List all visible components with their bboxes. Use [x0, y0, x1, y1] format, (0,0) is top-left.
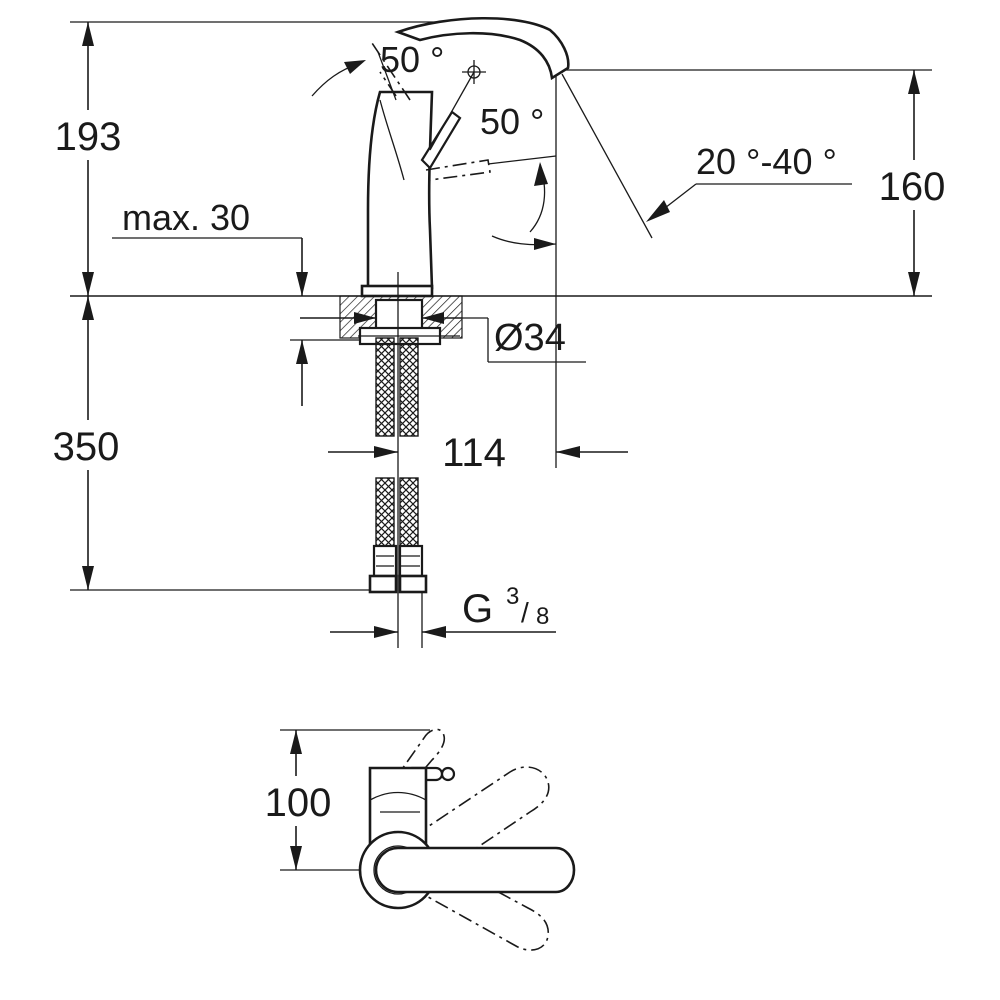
angle-spout-tilt: 20 °-40 ° [561, 73, 852, 239]
dimension-193: 193 [40, 21, 440, 296]
dimension-114: 114 [328, 431, 628, 475]
angle-lever-top: 50 ° [311, 39, 475, 151]
dimension-160: 160 [566, 69, 952, 296]
lever-height-100-label: 100 [265, 781, 332, 825]
hose-length-350-label: 350 [53, 425, 120, 469]
dimension-350: 350 [40, 296, 372, 591]
lever-angle-side-label: 50 ° [480, 101, 544, 142]
hole-diameter-label: Ø34 [494, 317, 566, 359]
thread-slash: / [521, 597, 529, 628]
height-193-label: 193 [55, 115, 122, 159]
mounting-assembly: Ø34 [300, 295, 586, 363]
thread-numerator: 3 [506, 583, 519, 610]
lever-angle-top-label: 50 ° [380, 39, 444, 80]
supply-hoses-upper [375, 272, 419, 648]
faucet-body [360, 16, 570, 298]
dimension-max-thickness: max. 30 [112, 197, 420, 406]
dimension-thread: G 3 / 8 [330, 583, 556, 648]
top-view: 100 [256, 728, 576, 951]
spout-height-160-label: 160 [879, 165, 946, 209]
projection-114-label: 114 [442, 431, 506, 475]
thread-g-label: G [462, 587, 493, 631]
angle-lever-side: 50 ° [480, 101, 557, 250]
thread-denominator: 8 [536, 603, 549, 630]
supply-hoses-lower [368, 477, 428, 594]
max-thickness-label: max. 30 [122, 197, 250, 238]
spout-tilt-angle-label: 20 °-40 ° [696, 141, 837, 182]
